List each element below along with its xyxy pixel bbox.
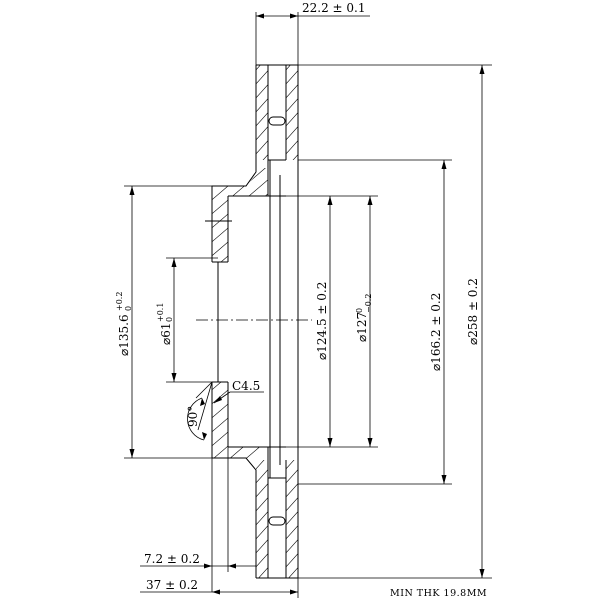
dim-chamfer-angle-label: 90° bbox=[186, 406, 200, 427]
dim-overall-height-label: 37 ± 0.2 bbox=[146, 578, 198, 592]
disc-outline bbox=[211, 64, 299, 579]
dim-bolt-circle-label: ⌀124.5 ± 0.2 bbox=[315, 282, 329, 360]
disc-section bbox=[196, 64, 312, 579]
svg-text:⌀127: ⌀127 bbox=[355, 312, 369, 342]
dim-hat-inner-label: ⌀127 bbox=[355, 312, 369, 342]
dim-hat-outer-label: ⌀135.6 bbox=[117, 314, 131, 356]
dim-friction-inner-label: ⌀166.2 ± 0.2 bbox=[429, 293, 443, 371]
dim-center-bore: ⌀61 +0.1 0 bbox=[156, 257, 218, 383]
min-thickness-note: MIN THK 19.8MM bbox=[390, 588, 487, 599]
dim-thickness: 22.2 ± 0.1 bbox=[255, 1, 370, 65]
dim-center-bore-sub: 0 bbox=[165, 317, 174, 322]
dim-hat-inner-sub: −0.2 bbox=[364, 294, 373, 313]
dim-chamfer: C4.5 90° bbox=[186, 379, 264, 441]
dim-hat-wall: 7.2 ± 0.2 bbox=[140, 447, 256, 592]
dim-bolt-circle: ⌀124.5 ± 0.2 bbox=[315, 196, 333, 447]
dim-center-bore-label: ⌀61 bbox=[159, 323, 173, 346]
dim-hat-outer-sup: +0.2 bbox=[115, 292, 124, 311]
dim-outer-diameter-label: ⌀258 ± 0.2 bbox=[466, 278, 480, 345]
dim-chamfer-label: C4.5 bbox=[232, 379, 260, 393]
dim-hat-inner: ⌀127 0 −0.2 bbox=[286, 195, 378, 448]
dim-outer-diameter: ⌀258 ± 0.2 bbox=[298, 64, 492, 579]
dim-overall-height: 37 ± 0.2 bbox=[140, 578, 299, 598]
dim-friction-inner: ⌀166.2 ± 0.2 bbox=[298, 159, 452, 485]
dim-hat-outer: ⌀135.6 +0.2 0 bbox=[115, 185, 212, 459]
dim-hat-outer-sub: 0 bbox=[124, 306, 133, 311]
dim-hat-wall-label: 7.2 ± 0.2 bbox=[144, 552, 200, 566]
dim-hat-inner-sup: 0 bbox=[355, 308, 364, 313]
dim-thickness-label: 22.2 ± 0.1 bbox=[302, 1, 366, 15]
dim-center-bore-sup: +0.1 bbox=[156, 303, 165, 322]
